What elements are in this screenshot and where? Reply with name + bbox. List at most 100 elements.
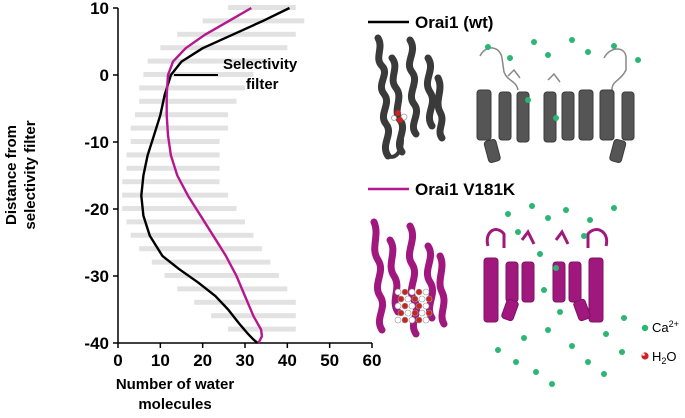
v181k-calcium-ions bbox=[495, 203, 627, 387]
calcium-key-label: Ca2+ bbox=[652, 319, 679, 335]
annotation-line-1: Selectivity bbox=[223, 56, 298, 73]
v181k-water-21 bbox=[401, 316, 409, 324]
v181k-ion-21 bbox=[549, 381, 555, 387]
error-band-row-17 bbox=[130, 232, 254, 238]
error-band-row-12 bbox=[126, 165, 220, 171]
v181k-ion-0 bbox=[505, 211, 511, 217]
v181k-water-7 bbox=[411, 295, 419, 303]
v181k-ion-4 bbox=[587, 217, 593, 223]
v181k-water-5 bbox=[397, 295, 405, 303]
v181k-water-10 bbox=[394, 302, 402, 310]
error-band-row-8 bbox=[134, 112, 229, 118]
x-tick-label-50: 50 bbox=[320, 351, 339, 370]
v181k-water-12 bbox=[408, 302, 416, 310]
error-band-row-9 bbox=[130, 125, 229, 131]
v181k-water-9 bbox=[425, 295, 433, 303]
error-band-row-16 bbox=[126, 219, 245, 225]
wt-ion-7 bbox=[635, 57, 641, 63]
v181k-water-17 bbox=[411, 309, 419, 317]
x-axis-title-line-2: molecules bbox=[138, 396, 211, 413]
v181k-ion-8 bbox=[537, 251, 543, 257]
water-hydrogen-icon bbox=[642, 353, 645, 356]
error-band-row-19 bbox=[151, 259, 271, 265]
v181k-ion-19 bbox=[585, 359, 591, 365]
v181k-ion-18 bbox=[513, 359, 519, 365]
error-band-row-13 bbox=[122, 179, 220, 185]
v181k-ion-11 bbox=[557, 309, 563, 315]
v181k-water-22 bbox=[408, 316, 416, 324]
v181k-ion-20 bbox=[533, 369, 539, 375]
x-tick-label-30: 30 bbox=[236, 351, 255, 370]
v181k-ion-5 bbox=[611, 205, 617, 211]
wt-ion-4 bbox=[569, 37, 575, 43]
x-tick-label-40: 40 bbox=[278, 351, 297, 370]
v181k-ion-16 bbox=[603, 331, 609, 337]
v181k-ion-9 bbox=[553, 265, 559, 271]
v181k-channel-helices bbox=[483, 257, 604, 323]
wt-ion-3 bbox=[545, 52, 551, 58]
v181k-ion-15 bbox=[495, 347, 501, 353]
y-axis-title-line-1: Distance from bbox=[3, 125, 20, 225]
error-band-row-21 bbox=[177, 286, 288, 292]
wt-ion-0 bbox=[485, 44, 491, 50]
v181k-water-24 bbox=[422, 316, 430, 324]
calcium-ion-icon bbox=[641, 324, 649, 332]
error-band-row-7 bbox=[139, 98, 237, 104]
v181k-water-18 bbox=[418, 309, 426, 317]
error-band-row-22 bbox=[194, 299, 296, 305]
v181k-ion-22 bbox=[601, 371, 607, 377]
water-molecule-icon bbox=[641, 352, 649, 360]
v181k-water-4 bbox=[422, 288, 430, 296]
legend-label-v181k: Orai1 V181K bbox=[415, 180, 516, 199]
wt-ion-2 bbox=[531, 39, 537, 45]
x-tick-label-10: 10 bbox=[151, 351, 170, 370]
y-tick-label--30: -30 bbox=[84, 267, 109, 286]
v181k-water-3 bbox=[415, 288, 423, 296]
x-tick-label-20: 20 bbox=[193, 351, 212, 370]
wt-ion-8 bbox=[525, 97, 531, 103]
v181k-ion-13 bbox=[521, 335, 527, 341]
wt-channel-helices bbox=[476, 89, 635, 163]
error-band-row-11 bbox=[126, 152, 220, 158]
y-tick-label--40: -40 bbox=[84, 334, 109, 353]
wt-ion-5 bbox=[585, 49, 591, 55]
error-band-row-18 bbox=[139, 246, 262, 252]
v181k-water-20 bbox=[394, 316, 402, 324]
y-tick-label-0: 0 bbox=[100, 66, 109, 85]
v181k-ion-2 bbox=[545, 215, 551, 221]
wt-ion-1 bbox=[507, 55, 513, 61]
v181k-ion-7 bbox=[581, 233, 587, 239]
v181k-water-15 bbox=[397, 309, 405, 317]
legend-label-wt: Orai1 (wt) bbox=[415, 13, 493, 32]
v181k-ion-10 bbox=[541, 287, 547, 293]
v181k-water-8 bbox=[418, 295, 426, 303]
series-line-0 bbox=[140, 6, 291, 344]
v181k-water-0 bbox=[394, 288, 402, 296]
v181k-water-13 bbox=[415, 302, 423, 310]
v181k-water-16 bbox=[404, 309, 412, 317]
x-axis-title-line-1: Number of water bbox=[116, 376, 235, 393]
wt-ion-6 bbox=[611, 43, 617, 49]
v181k-channel-schematic bbox=[485, 228, 609, 248]
error-band-row-3 bbox=[160, 45, 288, 51]
error-band-row-14 bbox=[122, 192, 229, 198]
wt-ribbon-structure bbox=[374, 34, 446, 160]
wt-bound-water bbox=[391, 110, 408, 123]
v181k-ion-6 bbox=[515, 229, 521, 235]
y-tick-label--20: -20 bbox=[84, 200, 109, 219]
y-tick-label-10: 10 bbox=[90, 0, 109, 18]
wt-ion-9 bbox=[553, 115, 559, 121]
v181k-ion-1 bbox=[529, 203, 535, 209]
y-tick-label--10: -10 bbox=[84, 133, 109, 152]
error-band-row-2 bbox=[177, 31, 296, 37]
v181k-water-19 bbox=[425, 309, 433, 317]
v181k-ion-23 bbox=[621, 315, 627, 321]
series-line-1 bbox=[165, 6, 264, 344]
x-tick-label-60: 60 bbox=[363, 351, 382, 370]
annotation-line-2: filter bbox=[246, 76, 279, 93]
v181k-ion-17 bbox=[619, 349, 625, 355]
error-band-row-6 bbox=[139, 85, 245, 91]
error-band-row-1 bbox=[202, 18, 305, 24]
